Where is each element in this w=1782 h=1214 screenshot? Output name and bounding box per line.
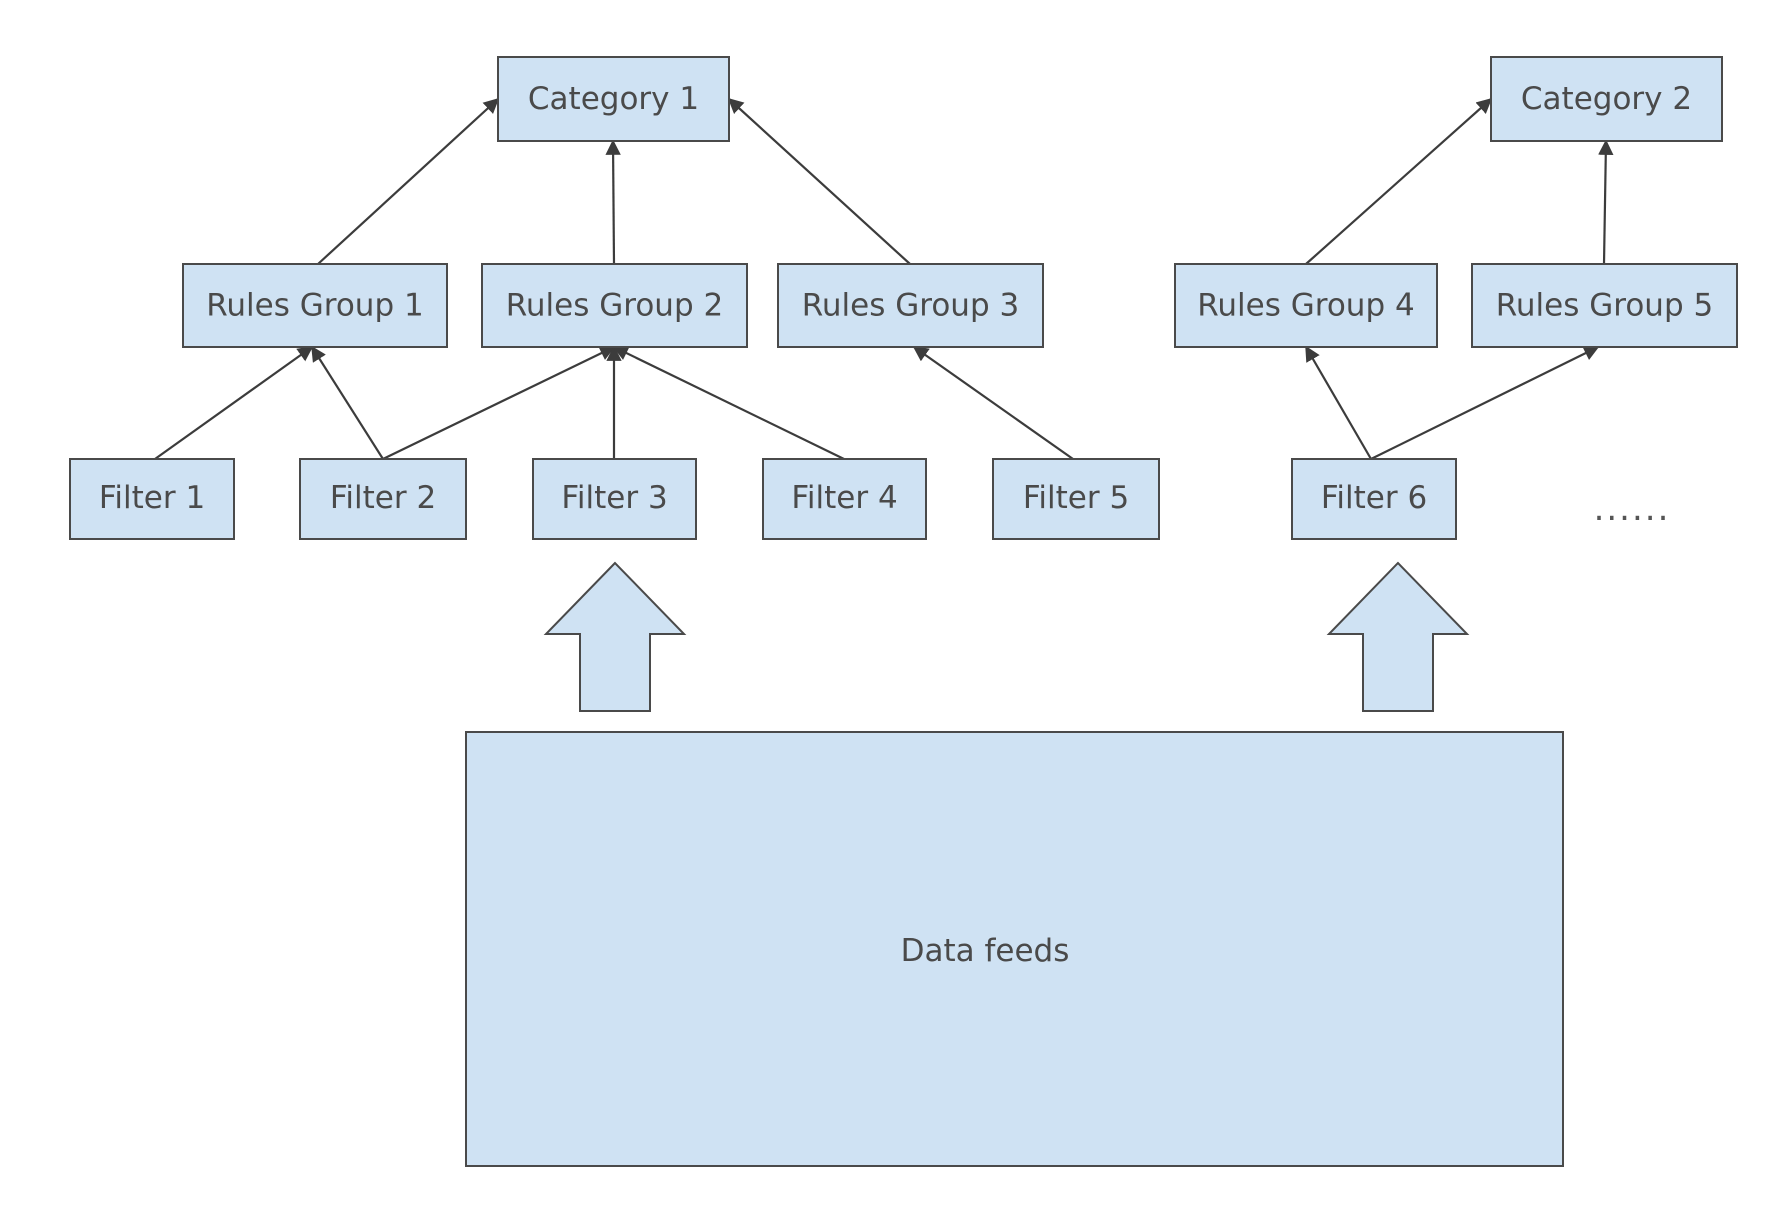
filter-5-box xyxy=(992,458,1160,540)
block-arrow-to-filter-6 xyxy=(1326,561,1470,712)
edge-rg1-to-cat1 xyxy=(317,97,500,265)
rules-group-2-label: Rules Group 2 xyxy=(506,288,723,324)
category-2-box xyxy=(1490,56,1723,142)
data-feeds-label: Data feeds xyxy=(901,933,1070,969)
rules-group-1-node[interactable]: Rules Group 1 xyxy=(182,263,448,348)
rules-group-3-node[interactable]: Rules Group 3 xyxy=(777,263,1044,348)
category-2-node[interactable]: Category 2 xyxy=(1490,56,1723,142)
filter-5-node[interactable]: Filter 5 xyxy=(992,458,1160,540)
filter-4-box xyxy=(762,458,927,540)
filter-4-label: Filter 4 xyxy=(791,480,897,516)
filter-6-node[interactable]: Filter 6 xyxy=(1291,458,1457,540)
block-arrows-layer xyxy=(543,561,1470,712)
rules-group-1-box xyxy=(182,263,448,348)
category-2-label: Category 2 xyxy=(1521,81,1692,117)
edge-f1-to-rg1 xyxy=(154,346,314,460)
filter-3-label: Filter 3 xyxy=(561,480,667,516)
filter-1-node[interactable]: Filter 1 xyxy=(69,458,235,540)
rules-group-2-node[interactable]: Rules Group 2 xyxy=(481,263,748,348)
rules-group-4-label: Rules Group 4 xyxy=(1197,288,1414,324)
filter-2-box xyxy=(299,458,467,540)
edge-f5-to-rg3 xyxy=(912,346,1074,460)
filter-4-node[interactable]: Filter 4 xyxy=(762,458,927,540)
rules-group-4-node[interactable]: Rules Group 4 xyxy=(1174,263,1438,348)
filter-3-node[interactable]: Filter 3 xyxy=(532,458,697,540)
rules-group-5-box xyxy=(1471,263,1738,348)
category-1-label: Category 1 xyxy=(528,81,699,117)
filter-6-box xyxy=(1291,458,1457,540)
rules-group-3-box xyxy=(777,263,1044,348)
filter-5-label: Filter 5 xyxy=(1023,480,1129,516)
rules-group-2-box xyxy=(481,263,748,348)
rules-group-4-box xyxy=(1174,263,1438,348)
category-1-node[interactable]: Category 1 xyxy=(497,56,730,142)
edge-f6-to-rg5 xyxy=(1370,346,1600,460)
filter-2-node[interactable]: Filter 2 xyxy=(299,458,467,540)
data-feeds-box xyxy=(465,731,1564,1167)
block-arrow-to-filter-3 xyxy=(543,561,687,712)
filter-3-box xyxy=(532,458,697,540)
edge-rg5-to-cat2 xyxy=(1598,139,1614,265)
category-1-box xyxy=(497,56,730,142)
more-filters-indicator: ...... xyxy=(1594,489,1671,529)
data-feeds-node[interactable]: Data feeds xyxy=(465,731,1564,1167)
rules-group-5-label: Rules Group 5 xyxy=(1496,288,1713,324)
edge-f2-to-rg1 xyxy=(311,345,384,460)
edge-rg4-to-cat2 xyxy=(1305,97,1493,265)
rules-group-3-label: Rules Group 3 xyxy=(802,288,1019,324)
edge-f6-to-rg4 xyxy=(1305,345,1372,460)
edge-f4-to-rg2 xyxy=(612,346,845,460)
filter-2-label: Filter 2 xyxy=(330,480,436,516)
filter-1-box xyxy=(69,458,235,540)
edge-rg2-to-cat1 xyxy=(605,139,621,265)
rules-group-1-label: Rules Group 1 xyxy=(206,288,423,324)
filter-6-label: Filter 6 xyxy=(1321,480,1427,516)
edge-rg3-to-cat1 xyxy=(727,97,911,265)
edges-layer xyxy=(154,97,1614,460)
edge-f2-to-rg2 xyxy=(382,346,616,460)
rules-group-5-node[interactable]: Rules Group 5 xyxy=(1471,263,1738,348)
filter-1-label: Filter 1 xyxy=(99,480,205,516)
